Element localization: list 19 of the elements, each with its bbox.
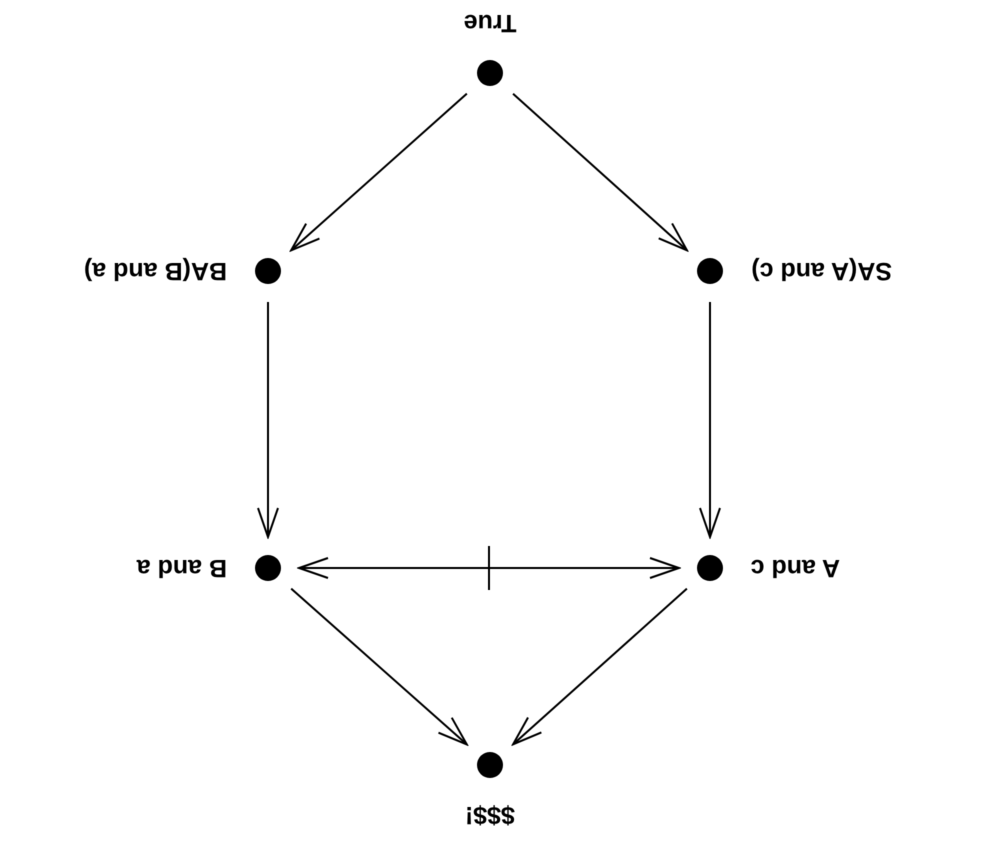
node-dot bbox=[477, 60, 503, 86]
node-dot bbox=[697, 555, 723, 581]
node-label: SA(A and c) bbox=[751, 256, 892, 286]
node-label: BA(B and a) bbox=[84, 256, 227, 286]
arrow bbox=[512, 93, 688, 252]
node-label: True bbox=[464, 8, 516, 38]
arrow bbox=[298, 546, 680, 590]
arrow bbox=[257, 302, 279, 538]
arrow bbox=[290, 588, 468, 746]
node-label: A and c bbox=[750, 553, 840, 583]
arrow bbox=[290, 92, 468, 252]
node-dot bbox=[697, 258, 723, 284]
node-dot bbox=[255, 258, 281, 284]
node-dot bbox=[255, 555, 281, 581]
arrow bbox=[699, 302, 721, 538]
node-label: B and a bbox=[136, 553, 227, 583]
node-label: $$$! bbox=[464, 800, 515, 830]
node-dot bbox=[477, 752, 503, 778]
arrow bbox=[512, 588, 688, 746]
